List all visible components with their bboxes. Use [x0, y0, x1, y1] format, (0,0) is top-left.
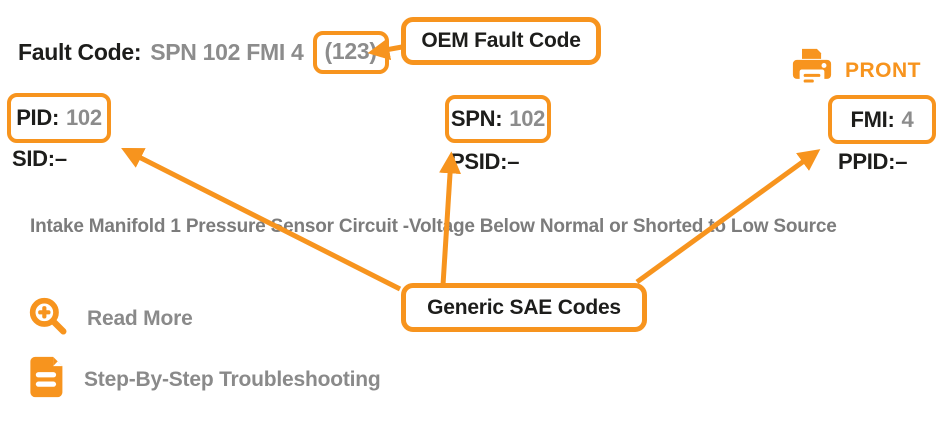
pid-value: 102	[66, 105, 102, 130]
pid-label: PID:	[16, 105, 59, 130]
fmi-code-box: FMI: 4	[828, 95, 936, 144]
troubleshooting-link[interactable]: Step-By-Step Troubleshooting	[29, 356, 381, 403]
oem-code-value: (123)	[324, 37, 378, 64]
print-button[interactable]: PRONT	[790, 48, 921, 93]
document-icon	[29, 356, 65, 403]
spn-value: 102	[509, 106, 546, 131]
zoom-plus-icon	[28, 296, 68, 341]
print-button-label: PRONT	[845, 58, 921, 82]
sid-value: –	[54, 146, 67, 171]
generic-sae-codes-callout: Generic SAE Codes	[401, 283, 647, 332]
psid-line: PSID:–	[450, 149, 519, 175]
fault-code-value: SPN 102 FMI 4	[150, 38, 304, 65]
read-more-label: Read More	[87, 306, 193, 330]
ppid-value: –	[895, 149, 908, 174]
fault-code-line: Fault Code: SPN 102 FMI 4 (123)	[18, 26, 389, 78]
sid-label: SID:	[12, 146, 55, 171]
spn-label: SPN:	[450, 106, 503, 131]
oem-fault-code-callout: OEM Fault Code	[401, 17, 601, 65]
troubleshooting-label: Step-By-Step Troubleshooting	[84, 367, 381, 391]
fault-code-label: Fault Code:	[18, 38, 142, 65]
read-more-link[interactable]: Read More	[28, 296, 193, 341]
psid-label: PSID:	[450, 149, 508, 174]
printer-icon	[790, 48, 834, 93]
fmi-label: FMI:	[850, 106, 895, 132]
psid-value: –	[507, 149, 520, 174]
fmi-value: 4	[901, 106, 914, 132]
oem-callout-label: OEM Fault Code	[421, 29, 581, 52]
ppid-line: PPID:–	[838, 149, 907, 175]
fault-description: Intake Manifold 1 Pressure Sensor Circui…	[30, 216, 837, 237]
oem-code-highlight-box: (123)	[312, 30, 389, 74]
pid-code-box: PID: 102	[7, 93, 111, 143]
spn-code-box: SPN: 102	[445, 95, 551, 143]
ppid-label: PPID:	[838, 149, 896, 174]
sae-callout-label: Generic SAE Codes	[427, 295, 621, 319]
sid-line: SID:–	[12, 146, 67, 172]
